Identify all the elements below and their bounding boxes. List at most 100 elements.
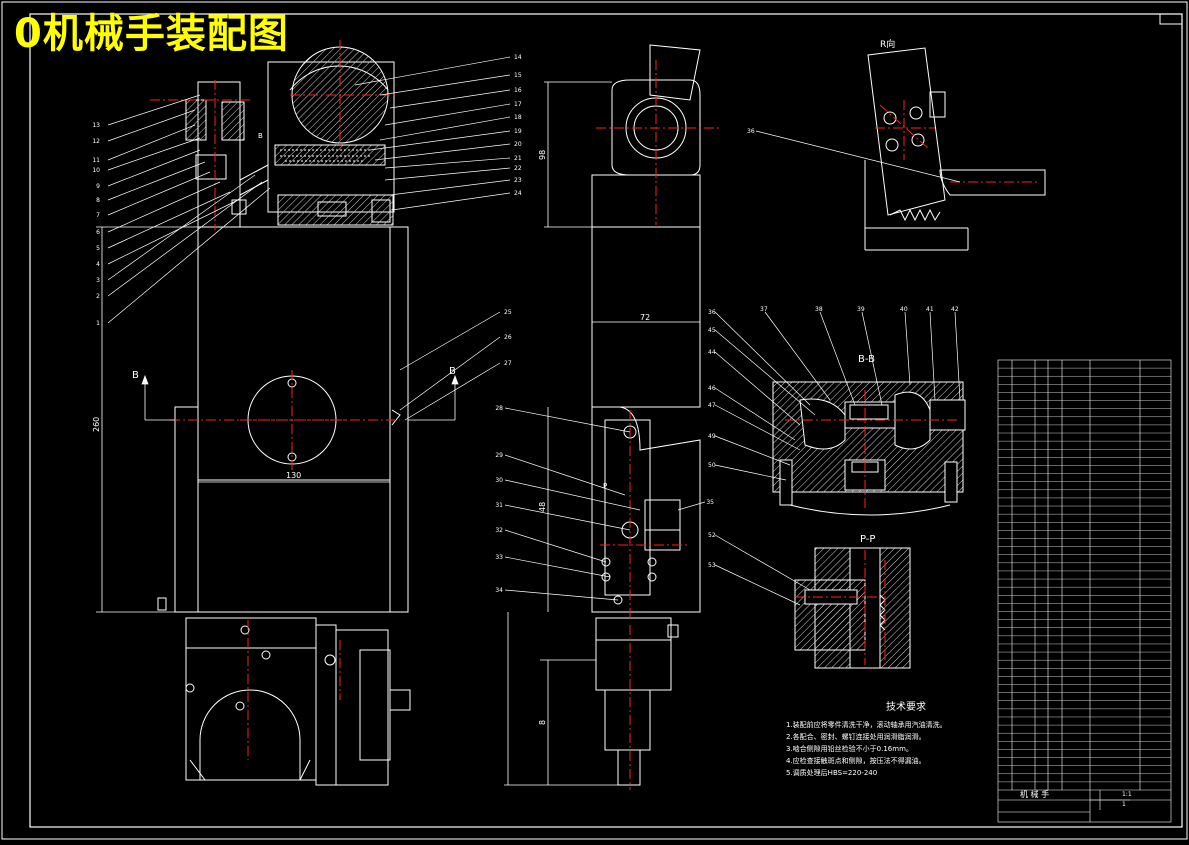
svg-text:47: 47: [708, 402, 716, 409]
leader-lines-left: [107, 56, 511, 421]
svg-text:42: 42: [951, 306, 959, 313]
corner-mark: [1159, 14, 1182, 25]
svg-text:41: 41: [926, 306, 934, 313]
svg-text:39: 39: [857, 306, 865, 313]
parts-list-rows: [998, 367, 1171, 783]
svg-text:24: 24: [514, 190, 522, 197]
svg-text:23: 23: [514, 177, 522, 184]
tech-requirement-line: 3.啮合侧隙用铅丝检验不小于0.16mm。: [786, 745, 913, 753]
svg-text:20: 20: [514, 141, 522, 148]
svg-text:3: 3: [96, 277, 100, 284]
r-view-label: R向: [880, 38, 895, 50]
tech-requirements-heading: 技术要求: [886, 702, 926, 713]
section-pp: [794, 547, 911, 669]
svg-text:1: 1: [96, 320, 100, 327]
dim-72: 72: [640, 313, 650, 322]
dim-8: 8: [538, 720, 547, 725]
svg-text:31: 31: [495, 502, 503, 509]
svg-text:19: 19: [514, 128, 522, 135]
svg-text:17: 17: [514, 101, 522, 108]
r-view-leader: [755, 130, 961, 183]
dimension-texts: 98 72 260 130 48 8: [92, 150, 650, 725]
svg-text:6: 6: [96, 229, 100, 236]
p-mark-label: P: [603, 482, 607, 490]
dim-48: 48: [538, 502, 547, 512]
section-bb-label: B-B: [858, 354, 875, 365]
r-view-item-number: 36: [747, 128, 755, 135]
svg-text:50: 50: [708, 462, 716, 469]
tech-requirement-line: 5.调质处理后HBS=220-240: [786, 769, 878, 777]
leader-lines-bb: [714, 311, 961, 481]
tech-requirement-line: 4.应检查接触斑点和侧隙，按压法不得漏油。: [786, 757, 926, 765]
section-pp-center-lines: [795, 550, 886, 665]
svg-text:18: 18: [514, 114, 522, 121]
svg-text:45: 45: [708, 327, 716, 334]
svg-text:34: 34: [495, 587, 503, 594]
leader-lines-side: [504, 407, 706, 601]
title-block-sheet: 1: [1122, 801, 1126, 808]
svg-text:11: 11: [92, 157, 100, 164]
r-view-center-lines: [875, 100, 1040, 183]
main-dimensions: [96, 226, 459, 613]
svg-text:52: 52: [708, 532, 716, 539]
svg-text:10: 10: [92, 167, 100, 174]
technical-requirements: 技术要求 1.装配前应将零件清洗干净，滚动轴承用汽油清洗。 2.各配合、密封、螺…: [786, 698, 996, 779]
b-mark-label: B: [258, 132, 263, 140]
svg-text:53: 53: [708, 562, 716, 569]
svg-text:28: 28: [495, 405, 503, 412]
svg-text:5: 5: [96, 245, 100, 252]
svg-text:32: 32: [495, 527, 503, 534]
dim-98: 98: [538, 150, 547, 160]
svg-text:38: 38: [815, 306, 823, 313]
section-pp-label: P-P: [860, 534, 875, 545]
item-numbers-left: 13 12 11 10 9 8 7 6 5 4 3 2 1: [92, 122, 100, 327]
svg-text:15: 15: [514, 72, 522, 79]
svg-text:13: 13: [92, 122, 100, 129]
section-bb-center-lines: [785, 390, 960, 510]
main-front-view: [157, 46, 411, 786]
svg-text:33: 33: [495, 554, 503, 561]
dim-130: 130: [286, 471, 301, 480]
b-left-label: B: [132, 370, 139, 381]
title-block-name: 机 械 手: [1020, 789, 1049, 799]
leader-lines-pp: [714, 534, 811, 606]
view-labels: R向 B-B P-P B B B P: [132, 38, 895, 545]
svg-text:27: 27: [504, 360, 512, 367]
svg-text:8: 8: [96, 197, 100, 204]
svg-text:29: 29: [495, 452, 503, 459]
svg-text:21: 21: [514, 155, 522, 162]
svg-text:46: 46: [708, 385, 716, 392]
item-numbers-side: 28 29 30 31 32 33 34 35: [495, 405, 714, 594]
side-view: [591, 44, 701, 786]
svg-text:49: 49: [708, 433, 716, 440]
item-numbers-bb: 36 45 44 46 47 49 50 37 38 39 40 41 42: [708, 306, 959, 469]
svg-text:12: 12: [92, 138, 100, 145]
svg-text:16: 16: [514, 87, 522, 94]
svg-text:9: 9: [96, 183, 100, 190]
svg-text:36: 36: [708, 309, 716, 316]
svg-text:40: 40: [900, 306, 908, 313]
svg-text:4: 4: [96, 261, 100, 268]
section-bb: [772, 381, 966, 516]
svg-text:37: 37: [760, 306, 768, 313]
svg-text:44: 44: [708, 349, 716, 356]
tech-requirement-line: 2.各配合、密封、螺钉连接处用润滑脂润滑。: [786, 733, 926, 741]
svg-text:25: 25: [504, 309, 512, 316]
svg-text:26: 26: [504, 334, 512, 341]
tech-requirement-line: 1.装配前应将零件清洗干净，滚动轴承用汽油清洗。: [786, 721, 947, 729]
dim-260: 260: [92, 417, 101, 432]
side-dimensions: [504, 81, 700, 786]
item-numbers-pp: 52 53: [708, 532, 716, 569]
svg-text:7: 7: [96, 212, 100, 219]
r-view: [864, 47, 1046, 251]
svg-text:35: 35: [706, 499, 714, 506]
inner-border: [29, 13, 1183, 828]
drawing-title: 0机械手装配图: [14, 11, 289, 57]
svg-text:14: 14: [514, 54, 522, 61]
svg-text:30: 30: [495, 477, 503, 484]
svg-text:2: 2: [96, 293, 100, 300]
